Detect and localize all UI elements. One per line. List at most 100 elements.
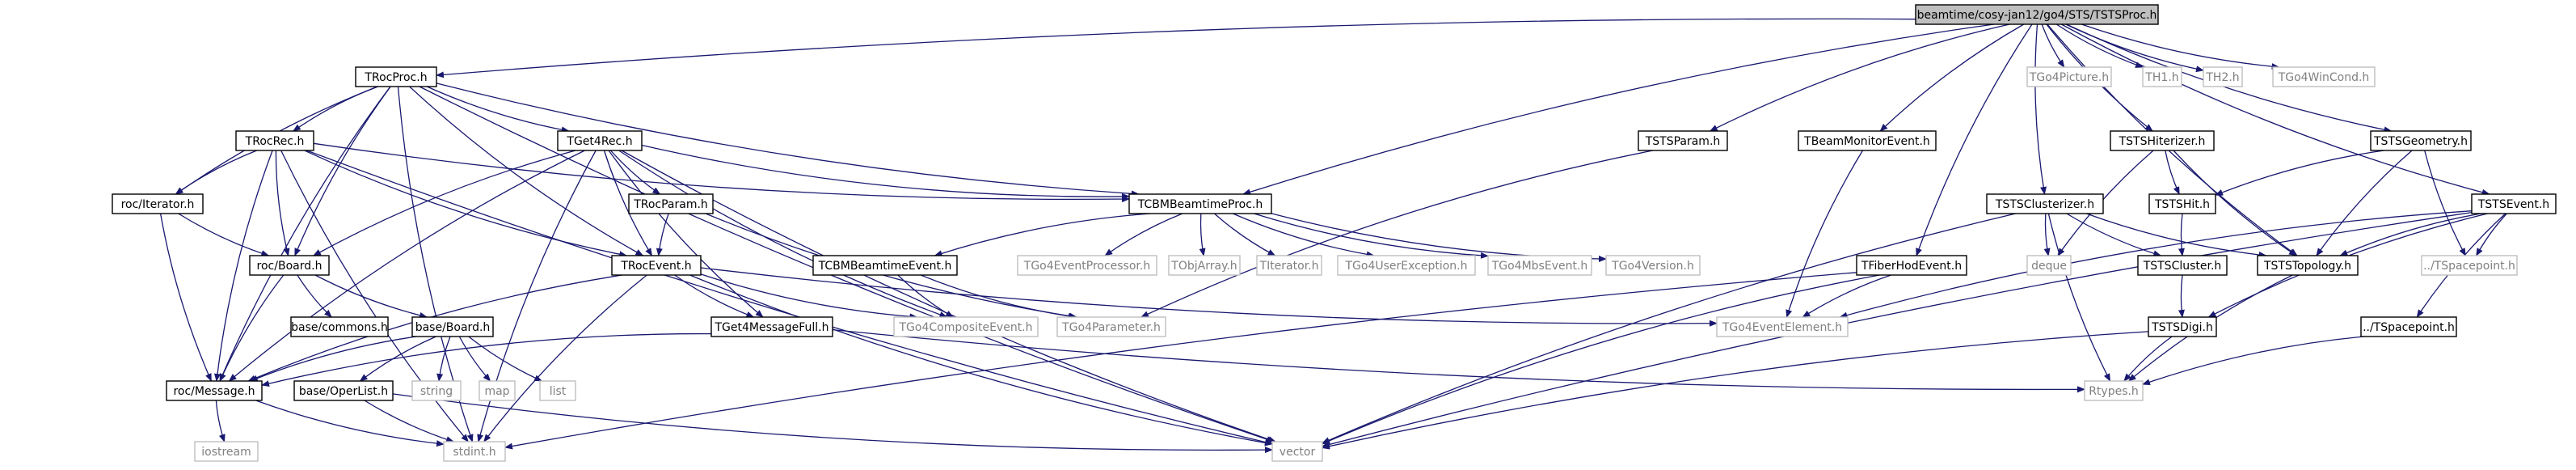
- node-tget4rec[interactable]: TGet4Rec.h: [557, 130, 643, 151]
- node-label: TRocEvent.h: [620, 260, 691, 273]
- node-iostream: iostream: [194, 441, 259, 462]
- edge-tsts-event-to-vector: [1322, 211, 2473, 448]
- node-label: TSTSParam.h: [1645, 135, 1721, 148]
- node-label: TGo4Version.h: [1611, 260, 1694, 273]
- node-rtypes: Rtypes.h: [2084, 380, 2144, 401]
- edge-troc-event-to-tgo4-event-element: [700, 267, 1718, 327]
- node-box: [2142, 66, 2182, 87]
- edge-roc-board-to-base-board: [314, 274, 428, 319]
- node-tget4-message-full[interactable]: TGet4MessageFull.h: [710, 316, 833, 337]
- node-label: TGo4CompositeEvent.h: [898, 321, 1032, 334]
- edge-troc-rec-to-roc-board: [275, 150, 290, 256]
- node-label: TGet4MessageFull.h: [714, 321, 828, 334]
- node-box: [2026, 255, 2072, 276]
- node-troc-event[interactable]: TRocEvent.h: [611, 255, 702, 276]
- node-tgo4-picture: TGo4Picture.h: [2026, 66, 2112, 87]
- edge-tget4-message-full-to-roc-message: [261, 332, 712, 387]
- node-tfiber-hod-event[interactable]: TFiberHodEvent.h: [1856, 255, 1967, 276]
- edge-tfiber-hod-event-to-stdint: [504, 272, 1857, 450]
- node-box: [166, 380, 263, 401]
- node-tsts-clusterizer[interactable]: TSTSClusterizer.h: [1986, 193, 2104, 214]
- edge-tsts-clusterizer-to-vector: [1322, 213, 2016, 444]
- edge-root-to-tfiber-hod-event: [1916, 23, 2033, 256]
- node-label: TSTSHiterizer.h: [2119, 135, 2206, 148]
- edge-tsts-hit-to-tsts-cluster: [2178, 213, 2185, 256]
- node-tcbm-beamtime-proc[interactable]: TCBMBeamtimeProc.h: [1128, 193, 1272, 214]
- node-box: [2257, 255, 2359, 276]
- edge-troc-rec-to-roc-message: [213, 150, 273, 382]
- node-box: [2360, 316, 2457, 337]
- node-tsts-topology[interactable]: TSTSTopology.h: [2257, 255, 2359, 276]
- node-map: map: [479, 380, 516, 401]
- edge-tsts-cluster-to-tsts-digi: [2178, 274, 2185, 318]
- node-label: TSTSTopology.h: [2263, 260, 2351, 273]
- edge-root-to-troc-proc: [436, 18, 1916, 78]
- node-tsts-hit[interactable]: TSTSHit.h: [2148, 193, 2216, 214]
- edge-tsts-hiterizer-to-tsts-hit: [2165, 150, 2180, 195]
- node-box: [557, 130, 643, 151]
- edge-root-to-tsts-param: [1709, 23, 2010, 132]
- node-tobj-array: TObjArray.h: [1168, 255, 1241, 276]
- node-troc-rec[interactable]: TRocRec.h: [235, 130, 314, 151]
- edge-root-to-tbeam-monitor-event: [1879, 23, 2025, 132]
- node-box: [1986, 193, 2104, 214]
- edge-base-board-to-roc-message: [249, 336, 417, 382]
- node-label: list: [550, 385, 567, 398]
- node-tsts-hiterizer[interactable]: TSTSHiterizer.h: [2110, 130, 2215, 151]
- edge-tcbm-beamtime-proc-to-tcbm-beamtime-event: [934, 213, 1151, 257]
- node-roc-iterator[interactable]: roc/Iterator.h: [112, 193, 204, 214]
- node-label: base/Board.h: [415, 321, 491, 334]
- edge-troc-proc-to-troc-event: [409, 86, 644, 256]
- node-tsts-cluster[interactable]: TSTSCluster.h: [2137, 255, 2228, 276]
- edge-troc-proc-to-roc-board: [294, 86, 391, 256]
- node-box: [1271, 441, 1323, 462]
- node-label: TRocParam.h: [633, 198, 708, 211]
- node-box: [293, 380, 394, 401]
- node-box: [443, 441, 506, 462]
- node-base-operlist[interactable]: base/OperList.h: [293, 380, 394, 401]
- edge-tsts-param-to-tgo4-parameter: [1140, 150, 1654, 318]
- node-box: [2137, 255, 2228, 276]
- node-troc-param[interactable]: TRocParam.h: [628, 193, 714, 214]
- node-tsts-event[interactable]: TSTSEvent.h: [2471, 193, 2557, 214]
- node-troc-proc[interactable]: TRocProc.h: [355, 66, 437, 87]
- node-th2: TH2.h: [2203, 66, 2243, 87]
- edge-tsts-clusterizer-to-tsts-topology: [2086, 213, 2267, 258]
- node-tsts-digi[interactable]: TSTSDigi.h: [2148, 316, 2217, 337]
- node-box: [628, 193, 714, 214]
- node-base-board[interactable]: base/Board.h: [411, 316, 494, 337]
- node-tsts-geometry[interactable]: TSTSGeometry.h: [2370, 130, 2472, 151]
- edge-base-operlist-to-stdint: [364, 400, 455, 443]
- edge-troc-proc-to-tcbm-beamtime-proc: [436, 83, 1140, 197]
- node-tbeam-monitor-event[interactable]: TBeamMonitorEvent.h: [1798, 130, 1937, 151]
- node-list: list: [539, 380, 576, 401]
- edge-troc-param-to-troc-event: [656, 213, 669, 256]
- node-tsts-param[interactable]: TSTSParam.h: [1638, 130, 1728, 151]
- node-box: [539, 380, 576, 401]
- edge-tsts-event-to-tsts-spacepoint-rel: [2476, 213, 2507, 256]
- node-label: TCBMBeamtimeProc.h: [1137, 198, 1263, 211]
- node-label: TRocRec.h: [245, 135, 305, 148]
- node-label: base/OperList.h: [299, 385, 388, 398]
- edge-roc-board-to-base-commons: [297, 274, 332, 318]
- node-tcbm-beamtime-event[interactable]: TCBMBeamtimeEvent.h: [812, 255, 958, 276]
- node-box: [1856, 255, 1967, 276]
- node-deque: deque: [2026, 255, 2072, 276]
- node-box: [710, 316, 833, 337]
- node-label: TSTSHit.h: [2154, 198, 2210, 211]
- edge-tget4rec-to-tget4-message-full: [608, 150, 764, 318]
- node-base-commons[interactable]: base/commons.h: [290, 316, 389, 337]
- node-label: TGo4UserException.h: [1344, 260, 1467, 273]
- node-box: [355, 66, 437, 87]
- node-root[interactable]: beamtime/cosy-jan12/go4/STS/TSTSProc.h: [1915, 4, 2159, 25]
- node-roc-board[interactable]: roc/Board.h: [249, 255, 330, 276]
- node-label: TCBMBeamtimeEvent.h: [818, 260, 952, 273]
- node-label: TGo4Parameter.h: [1061, 321, 1161, 334]
- node-roc-message[interactable]: roc/Message.h: [166, 380, 263, 401]
- edge-tcbm-beamtime-event-to-tgo4-parameter: [920, 274, 1077, 320]
- node-tsts-spacepoint-rel2[interactable]: ../TSpacepoint.h: [2360, 316, 2457, 337]
- nodes-layer: beamtime/cosy-jan12/go4/STS/TSTSProc.hTR…: [112, 4, 2557, 462]
- node-box: [1798, 130, 1937, 151]
- node-box: [1638, 130, 1728, 151]
- node-box: [1168, 255, 1241, 276]
